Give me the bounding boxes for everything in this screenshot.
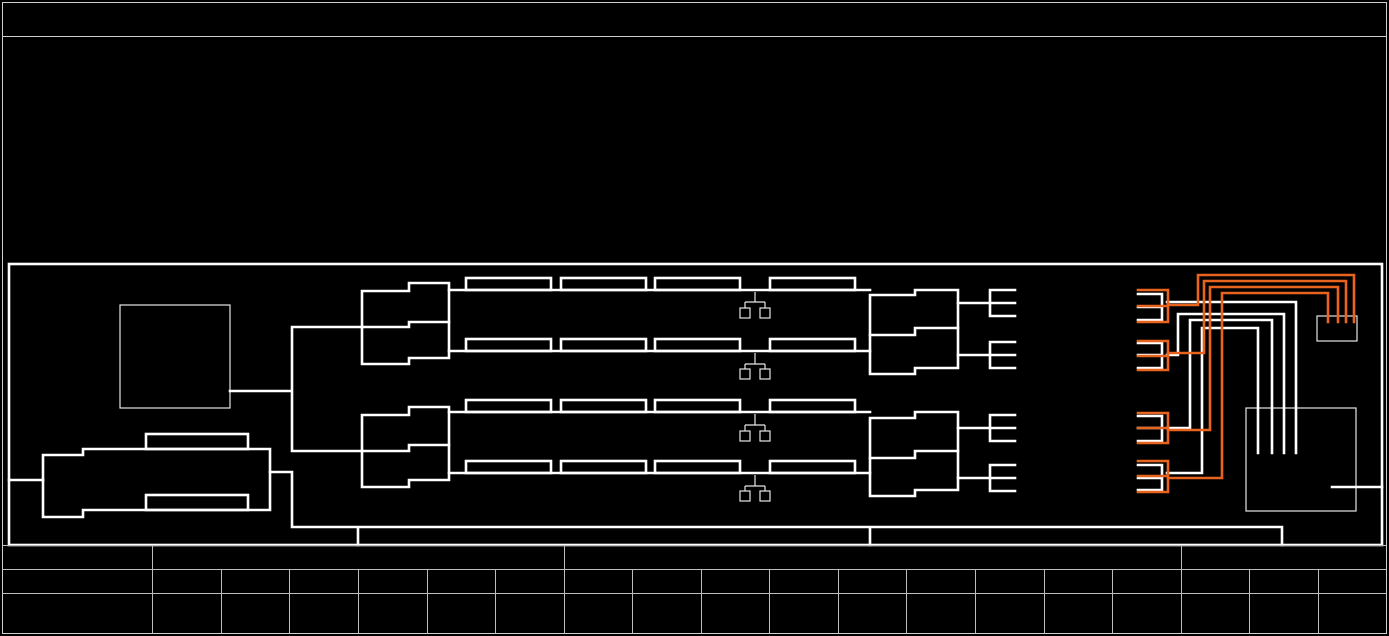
terminal-block-large [1245, 407, 1357, 512]
ground-symbol-1 [739, 292, 771, 319]
trunk-lower [268, 470, 1284, 547]
ground-symbol-4 [739, 475, 771, 502]
title-block-grid [2, 545, 1387, 634]
ground-symbol-2 [739, 353, 771, 380]
trunk-upper [228, 325, 364, 453]
ground-symbol-3 [739, 414, 771, 442]
source-box [119, 304, 231, 409]
controller-unit [7, 432, 272, 519]
module-group-upper [360, 276, 1017, 376]
module-group-lower [360, 398, 1017, 498]
orange-harness [1136, 273, 1358, 494]
